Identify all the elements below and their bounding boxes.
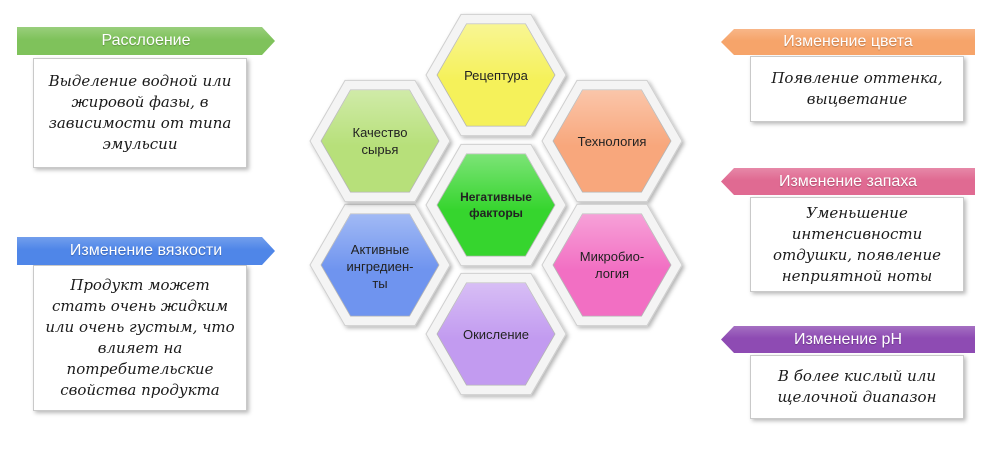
hex-raw-material-quality-gloss [321, 89, 439, 193]
hex-label-recipe: Рецептура [464, 67, 528, 83]
hex-oxidation-gloss [437, 282, 555, 386]
hex-technology-gloss [553, 89, 671, 193]
card-title-odor: Изменение запаха [721, 168, 975, 195]
hex-label-active-ingredients: Активные ингредиен- ты [346, 241, 414, 291]
hex-recipe-gloss [437, 23, 555, 127]
hex-label-negative-factors: Негативные факторы [460, 190, 532, 220]
hex-label-microbiology: Микробио- логия [579, 249, 645, 281]
hex-negative-factors-gloss [437, 153, 555, 257]
card-title-viscosity: Изменение вязкости [17, 237, 275, 265]
card-text-color: Появление оттенка, выцветание [750, 56, 964, 122]
card-text-ph: В более кислый или щелочной диапазон [750, 355, 964, 419]
card-text-viscosity: Продукт может стать очень жидким или оче… [33, 265, 247, 411]
hex-label-oxidation: Окисление [462, 326, 530, 342]
hex-label-raw-material-quality: Качество сырья [352, 125, 408, 157]
hex-label-technology: Технология [577, 133, 647, 149]
card-text-separation: Выделение водной или жировой фазы, в зав… [33, 58, 247, 168]
card-title-separation: Расслоение [17, 27, 275, 55]
hex-active-ingredients-gloss [321, 213, 439, 317]
card-title-ph: Изменение pH [721, 326, 975, 353]
hex-microbiology-gloss [553, 213, 671, 317]
card-text-odor: Уменьшение интенсивности отдушки, появле… [750, 197, 964, 292]
card-title-color: Изменение цвета [721, 29, 975, 55]
